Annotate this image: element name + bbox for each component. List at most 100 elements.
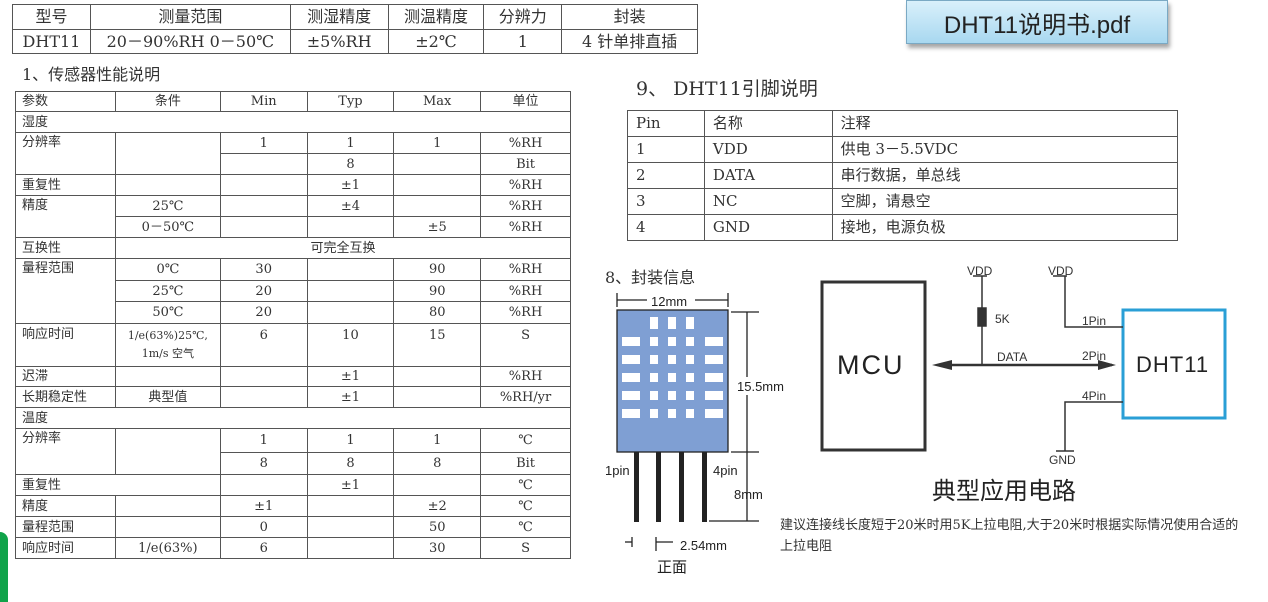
performance-table: 参数 条件 Min Typ Max 单位 湿度 分辨率 1 1 1 %RH 8 … <box>15 91 572 559</box>
pin1-circuit-label: 1Pin <box>1082 314 1107 328</box>
condition-cell: 1/e(63%) <box>114 537 221 559</box>
vent-slot <box>650 355 658 364</box>
pin-number: 2 <box>627 162 705 189</box>
table-row: 8 8 8 Bit <box>16 452 571 475</box>
table-header-row: 参数 条件 Min Typ Max 单位 <box>15 91 571 112</box>
vent-slot <box>650 409 658 418</box>
param-cell: 迟滞 <box>15 366 116 387</box>
pitch-label: 2.54mm <box>680 538 727 553</box>
max-cell: 15 <box>393 323 482 367</box>
max-cell: ±5 <box>393 216 482 238</box>
param-cell: 重复性 <box>15 174 116 196</box>
table-row: 互换性 可完全互换 <box>15 237 572 259</box>
height-label: 15.5mm <box>737 379 784 394</box>
param-cell: 量程范围 <box>15 258 116 324</box>
pin1-label: 1pin <box>605 463 630 478</box>
unit-cell: ℃ <box>480 428 571 453</box>
max-cell <box>393 386 482 408</box>
pin-number: 1 <box>627 136 705 163</box>
min-cell <box>219 366 308 387</box>
max-cell <box>393 174 482 196</box>
resolution-cell: 1 <box>483 29 563 54</box>
table-row: 响应时间 1/e(63%) 6 30 S <box>15 537 571 559</box>
width-label: 12mm <box>651 294 688 309</box>
vent-grille <box>622 317 723 418</box>
condition-cell <box>114 174 221 196</box>
param-cell: 精度 <box>15 195 116 238</box>
typ-cell: 1 <box>306 428 395 453</box>
typ-cell: ±4 <box>306 195 395 217</box>
table-row: 响应时间 1/e(63%)25℃, 1m/s 空气 6 10 15 S <box>15 323 571 367</box>
pin-row: 1 VDD 供电 3－5.5VDC <box>627 136 1179 163</box>
condition-cell <box>114 428 221 475</box>
typ-cell <box>306 258 395 281</box>
condition-cell <box>114 366 221 387</box>
min-cell: 1 <box>219 428 308 453</box>
table-row: 量程范围 0 50 ℃ <box>15 516 571 538</box>
max-cell: 90 <box>393 258 482 281</box>
sensor-pins <box>634 452 707 522</box>
typ-cell: 8 <box>306 452 395 475</box>
pin-table: Pin 名称 注释 1 VDD 供电 3－5.5VDC 2 DATA 串行数据，… <box>627 110 1179 241</box>
header-cell: 测量范围 <box>89 4 291 30</box>
max-cell <box>393 366 482 387</box>
side-tab[interactable] <box>0 532 8 602</box>
pin-header-row: Pin 名称 注释 <box>627 110 1179 137</box>
front-view-label: 正面 <box>657 559 688 576</box>
condition-cell <box>114 132 221 175</box>
max-cell <box>393 474 482 496</box>
typ-cell <box>306 301 395 324</box>
header-note: 注释 <box>831 110 1179 137</box>
vent-slot <box>705 355 723 364</box>
table-row: 分辨率 1 1 1 %RH <box>15 132 571 175</box>
unit-cell: %RH <box>480 174 571 196</box>
typ-cell <box>306 280 395 302</box>
group-row-temperature: 温度 <box>15 407 571 429</box>
vent-slot <box>668 373 676 382</box>
pin-number: 4 <box>627 214 705 241</box>
min-cell: 30 <box>219 258 308 281</box>
condition-cell: 50℃ <box>114 301 221 324</box>
vent-slot <box>668 337 676 346</box>
max-cell: 1 <box>393 428 482 453</box>
summary-data-row: DHT11 20－90%RH 0－50℃ ±5%RH ±2℃ 1 4 针单排直插 <box>12 29 698 54</box>
pin-name: VDD <box>703 136 833 163</box>
circuit-diagram <box>820 275 1227 452</box>
condition-cell: 0℃ <box>114 258 221 281</box>
table-row: 0－50℃ ±5 %RH <box>16 216 571 238</box>
header-param: 参数 <box>15 91 116 112</box>
gnd-line <box>1056 401 1123 452</box>
vent-slot <box>622 391 640 400</box>
header-cell: 封装 <box>561 4 698 30</box>
vent-slot <box>686 391 694 400</box>
typ-cell: 1 <box>306 132 395 154</box>
typ-cell <box>306 495 395 517</box>
vent-slot <box>686 355 694 364</box>
param-cell: 量程范围 <box>15 516 116 538</box>
circuit-caption: 典型应用电路 <box>932 478 1076 505</box>
unit-cell: ℃ <box>480 495 571 517</box>
group-label: 湿度 <box>15 111 571 133</box>
max-cell: 30 <box>393 537 482 559</box>
pin4-label: 4pin <box>713 463 738 478</box>
min-cell <box>219 195 308 217</box>
vent-slot <box>650 373 658 382</box>
header-cell: 型号 <box>12 4 91 30</box>
condition-line: 1/e(63%)25℃, <box>127 329 208 342</box>
pin-name: GND <box>703 214 833 241</box>
vent-slot <box>705 373 723 382</box>
vent-slot <box>650 317 658 329</box>
typ-cell <box>306 516 395 538</box>
condition-cell: 25℃ <box>114 195 221 217</box>
unit-cell: %RH <box>480 216 571 238</box>
table-row: 50℃ 20 80 %RH <box>16 301 571 324</box>
condition-cell: 典型值 <box>114 386 221 408</box>
group-label: 温度 <box>15 407 571 429</box>
max-cell <box>393 153 482 175</box>
table-row: 25℃ 20 90 %RH <box>16 280 571 302</box>
param-cell: 长期稳定性 <box>15 386 116 408</box>
param-cell: 响应时间 <box>15 537 116 559</box>
condition-cell: 1/e(63%)25℃, 1m/s 空气 <box>114 323 221 367</box>
header-cell: 测温精度 <box>387 4 485 30</box>
height-dimension <box>709 311 759 522</box>
